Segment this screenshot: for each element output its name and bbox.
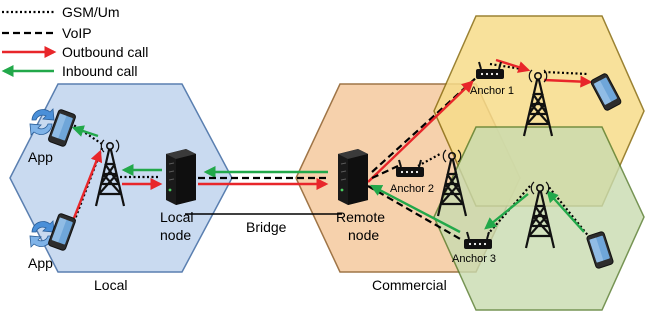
local-node-label-line2: node xyxy=(160,227,191,243)
local-links xyxy=(71,123,163,223)
legend: GSM/Um VoIP Outbound call Inbound call xyxy=(1,4,148,79)
bridge-label: Bridge xyxy=(246,219,287,235)
remote-node-label-line2: node xyxy=(348,227,379,243)
anchor-cell-bottom xyxy=(433,126,645,311)
remote-node-label-line1: Remote xyxy=(336,209,385,225)
app-label-bottom: App xyxy=(28,255,53,271)
legend-label-voip: VoIP xyxy=(62,25,92,41)
server-icon xyxy=(337,148,369,206)
anchor2-label: Anchor 2 xyxy=(390,183,434,195)
server-icon xyxy=(165,148,197,206)
voip-trunk xyxy=(198,166,329,190)
app-label-top: App xyxy=(28,149,53,165)
commercial-region-label: Commercial xyxy=(372,277,447,293)
legend-label-inbound: Inbound call xyxy=(62,63,138,79)
anchor1-label: Anchor 1 xyxy=(470,85,514,97)
remote-links xyxy=(367,58,593,241)
legend-label-gsm: GSM/Um xyxy=(62,4,120,20)
local-region-label: Local xyxy=(94,277,127,293)
legend-label-outbound: Outbound call xyxy=(62,44,148,60)
anchor3-label: Anchor 3 xyxy=(452,253,496,265)
local-node-label-line1: Local xyxy=(160,209,193,225)
